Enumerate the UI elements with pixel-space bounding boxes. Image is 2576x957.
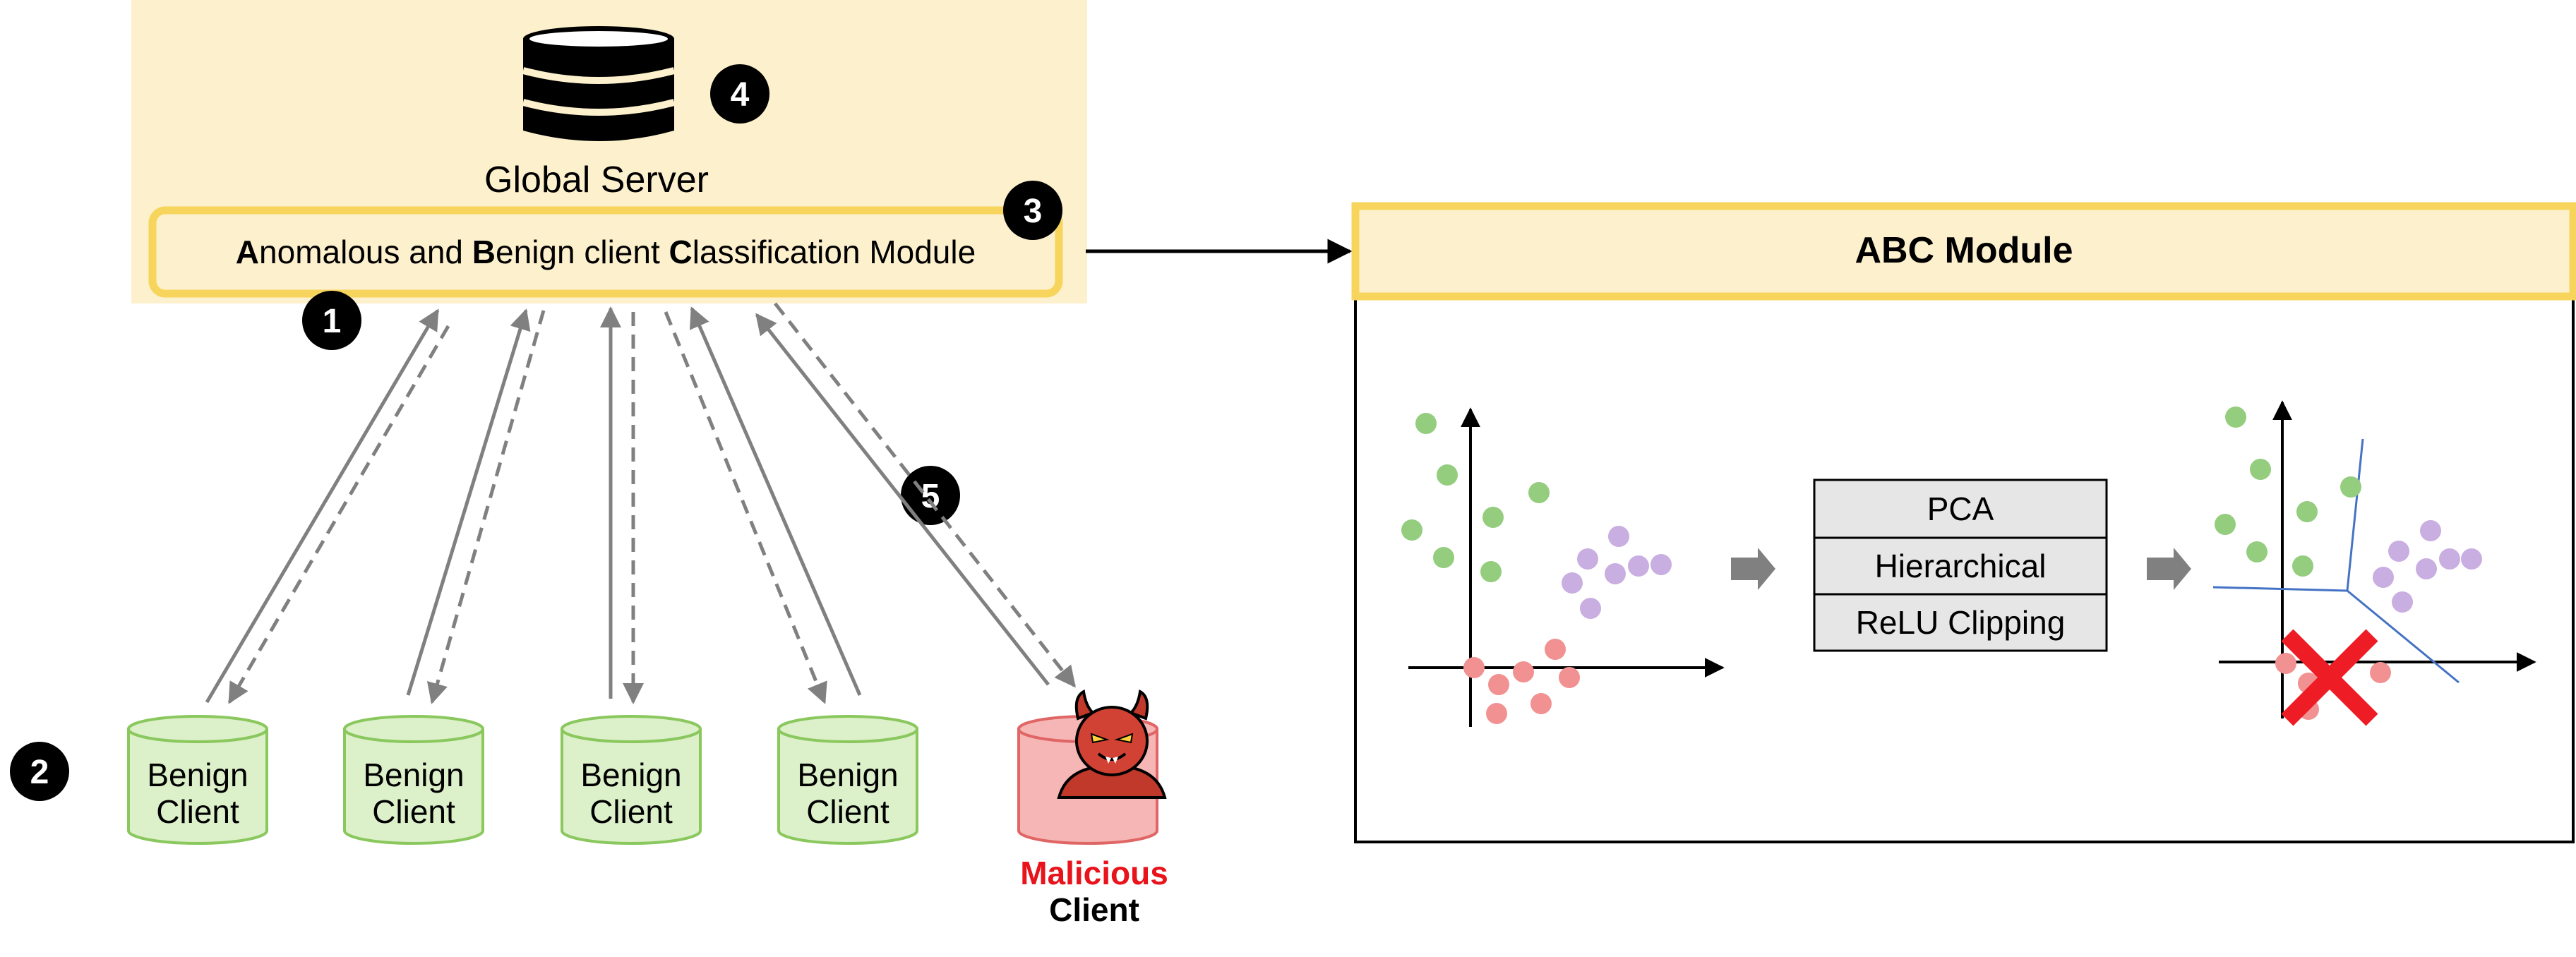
point-purple — [2416, 558, 2437, 579]
svg-text:3: 3 — [1024, 193, 1043, 230]
database-icon — [522, 26, 676, 141]
method-label-hierarchical: Hierarchical — [1875, 548, 2047, 584]
client-label-line1: Benign — [797, 757, 898, 793]
point-green — [1528, 482, 1550, 503]
upload-arrow-1 — [205, 308, 440, 704]
method-label-relu-clipping: ReLU Clipping — [1856, 604, 2066, 641]
download-arrow-4 — [664, 311, 827, 704]
scatter-after — [2212, 400, 2536, 726]
client-label-line2: Client — [372, 793, 455, 830]
point-red — [1513, 661, 1534, 682]
download-arrow-1 — [227, 325, 450, 704]
point-green — [2246, 541, 2268, 562]
global-server-title: Global Server — [484, 160, 709, 200]
module-label-part: A — [236, 234, 259, 270]
point-red — [1545, 639, 1566, 660]
point-green — [2296, 501, 2318, 522]
module-label-part: enign client — [496, 234, 669, 270]
client-malicious: Malicious Client — [1017, 689, 1168, 928]
method-box-hierarchical — [1813, 536, 2108, 596]
client-label-line1: Benign — [580, 757, 681, 793]
method-stack: PCA Hierarchical ReLU Clipping — [1813, 479, 2108, 652]
point-green — [1480, 561, 1502, 582]
client-label-line2: Client — [156, 793, 239, 830]
client-benign-1: Benign Client — [127, 715, 268, 845]
point-red — [2275, 653, 2296, 674]
point-green — [2340, 476, 2361, 498]
point-purple — [1628, 555, 1649, 577]
point-red — [1486, 703, 1507, 724]
client-label-line2: Client — [589, 793, 673, 830]
module-label-part: B — [472, 234, 496, 270]
devil-icon — [1057, 689, 1167, 799]
module-label-part: nomalous and — [259, 234, 472, 270]
method-label-pca: PCA — [1927, 490, 1994, 527]
point-purple — [1580, 598, 1601, 619]
point-green — [2250, 459, 2271, 480]
svg-text:4: 4 — [731, 76, 750, 114]
client-benign-3: Benign Client — [561, 715, 702, 845]
client-benign-4: Benign Client — [777, 715, 918, 845]
point-purple — [2392, 591, 2413, 613]
point-red — [2370, 662, 2391, 683]
abc-module-box — [148, 206, 1063, 298]
point-red — [1463, 657, 1485, 678]
point-green — [1401, 519, 1422, 541]
upload-arrow-2 — [406, 308, 531, 696]
point-green — [2292, 555, 2313, 577]
point-purple — [2420, 520, 2441, 541]
step-badge-1: 1 — [302, 291, 361, 350]
client-label-line1: Benign — [147, 757, 248, 793]
method-box-relu-clipping — [1813, 593, 2108, 652]
point-purple — [1608, 526, 1629, 547]
module-label-part: C — [669, 234, 693, 270]
client-benign-2: Benign Client — [343, 715, 484, 845]
point-green — [1433, 547, 1454, 568]
svg-text:1: 1 — [323, 303, 342, 340]
step-badge-5: 5 — [901, 466, 960, 525]
step-badge-3: 3 — [1003, 181, 1062, 240]
point-green — [1482, 507, 1504, 528]
point-purple — [2388, 541, 2409, 562]
communication-arrows — [205, 302, 1076, 704]
svg-text:2: 2 — [30, 754, 49, 791]
download-arrow-2 — [426, 310, 546, 704]
download-arrow-5 — [774, 302, 1076, 688]
flow-arrow-1 — [1731, 548, 1775, 590]
abc-module-label: Anomalous and Benign client Classificati… — [236, 234, 976, 270]
point-green — [1415, 413, 1437, 434]
upload-arrow-4 — [689, 306, 862, 696]
point-red — [1488, 674, 1509, 695]
point-purple — [1577, 548, 1598, 570]
point-purple — [1562, 572, 1583, 594]
point-purple — [2439, 548, 2460, 570]
point-green — [1437, 464, 1458, 486]
malicious-label-line2: Client — [1049, 891, 1139, 928]
point-green — [2215, 514, 2236, 535]
abc-panel-title: ABC Module — [1855, 230, 2073, 271]
cluster-boundaries — [2212, 438, 2460, 684]
point-red — [1559, 667, 1580, 688]
flow-arrow-2 — [2147, 548, 2191, 590]
scatter-before — [1401, 407, 1725, 727]
point-purple — [1605, 563, 1626, 584]
upload-arrow-5 — [755, 313, 1050, 686]
point-purple — [2373, 567, 2394, 588]
malicious-label-line1: Malicious — [1020, 855, 1168, 891]
step-badge-4: 4 — [710, 64, 769, 124]
point-red — [1530, 693, 1552, 714]
point-purple — [1651, 554, 1672, 575]
client-label-line1: Benign — [363, 757, 464, 793]
reject-cross-icon — [2281, 629, 2378, 726]
step-badge-2: 2 — [10, 742, 69, 801]
point-green — [2225, 407, 2246, 428]
client-label-line2: Client — [806, 793, 889, 830]
method-box-pca — [1813, 479, 2108, 539]
point-purple — [2461, 548, 2482, 570]
module-label-part: lassification Module — [693, 234, 976, 270]
abc-panel-header — [1351, 202, 2576, 301]
